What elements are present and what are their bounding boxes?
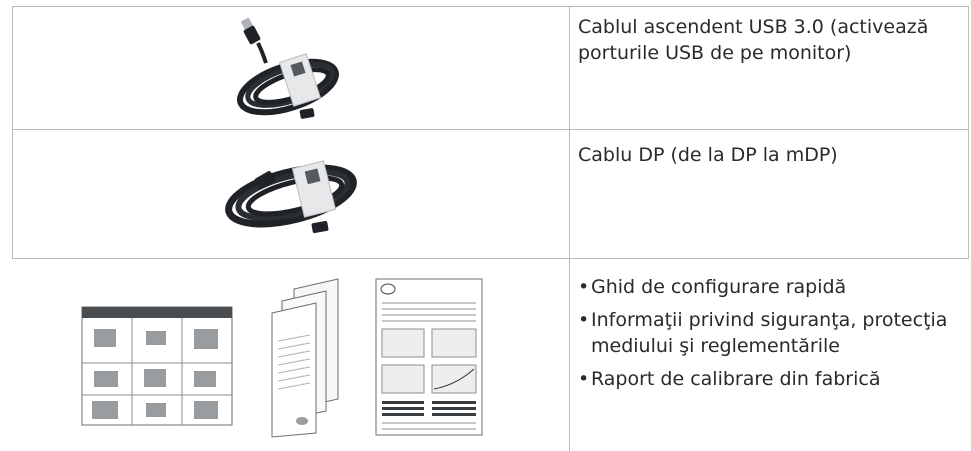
bullet-icon: • bbox=[578, 309, 590, 331]
row-1-image-cell bbox=[13, 7, 569, 129]
table-border-right bbox=[968, 6, 969, 259]
column-divider bbox=[569, 6, 570, 451]
row-2-text-cell: Cablu DP (de la DP la mDP) bbox=[578, 142, 963, 168]
table-border-top bbox=[12, 6, 969, 7]
row-1-text-cell: Cablul ascendent USB 3.0 (activează port… bbox=[578, 14, 963, 66]
package-contents-table: Cablul ascendent USB 3.0 (activează port… bbox=[12, 6, 971, 451]
quick-setup-guide-icon bbox=[81, 306, 233, 426]
table-border-left-2 bbox=[12, 129, 13, 259]
dp-cable-icon bbox=[225, 160, 357, 233]
list-item: • Ghid de configurare rapidă bbox=[578, 274, 963, 300]
calibration-report-label: Raport de calibrare din fabrică bbox=[591, 368, 881, 390]
row-2-image-cell bbox=[13, 130, 569, 258]
list-item: • Raport de calibrare din fabrică bbox=[578, 366, 963, 392]
safety-info-label: Informaţii privind siguranţa, protecţia … bbox=[591, 309, 948, 357]
row-divider-2 bbox=[12, 258, 969, 259]
calibration-report-icon bbox=[375, 278, 483, 436]
usb-cable-icon bbox=[237, 17, 339, 119]
usb-cable-description: Cablul ascendent USB 3.0 (activează port… bbox=[578, 16, 929, 64]
quick-setup-guide-label: Ghid de configurare rapidă bbox=[591, 276, 847, 298]
row-3-image-cell bbox=[13, 259, 569, 451]
bullet-icon: • bbox=[578, 368, 590, 390]
row-divider-1 bbox=[12, 129, 969, 130]
documentation-list: • Ghid de configurare rapidă • Informaţi… bbox=[578, 274, 963, 392]
safety-booklet-icon bbox=[271, 278, 339, 438]
dp-cable-description: Cablu DP (de la DP la mDP) bbox=[578, 144, 838, 166]
table-border-left bbox=[12, 6, 13, 129]
documents-icon bbox=[81, 278, 483, 438]
row-3-text-cell: • Ghid de configurare rapidă • Informaţi… bbox=[578, 274, 963, 399]
list-item: • Informaţii privind siguranţa, protecţi… bbox=[578, 307, 963, 359]
bullet-icon: • bbox=[578, 276, 590, 298]
